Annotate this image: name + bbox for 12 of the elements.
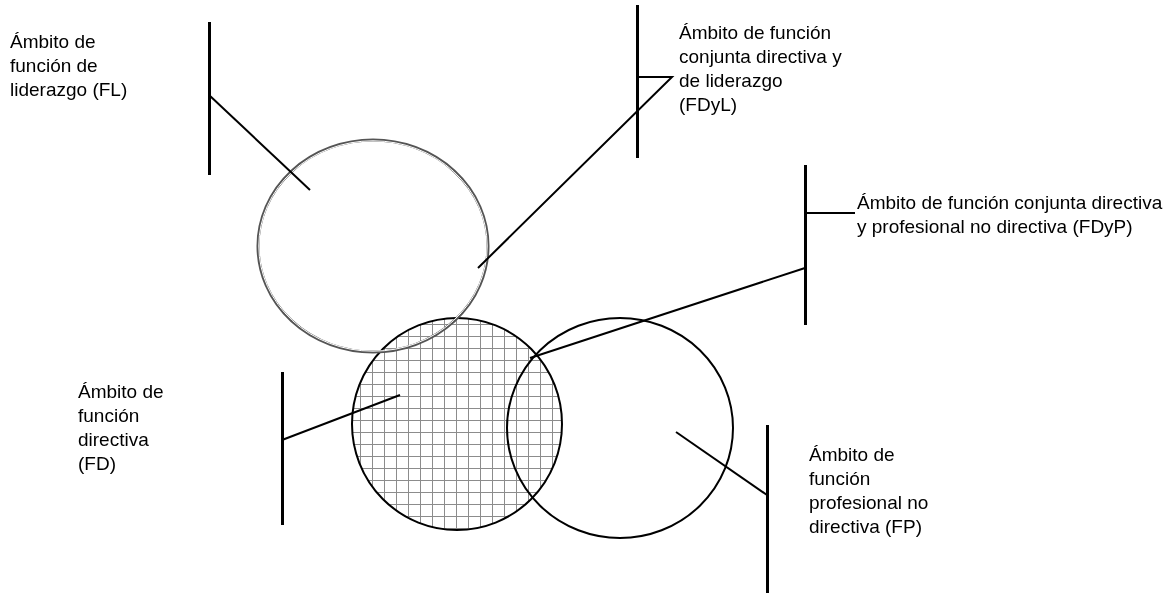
- region-label: Ámbito de función conjunta directiva y de liderazgo (FDyL): [679, 21, 843, 117]
- region-label: Ámbito de función profesional no directiva (FP): [809, 443, 930, 539]
- leader-line: [477, 76, 675, 269]
- venn-circle: [506, 317, 734, 539]
- leader-line: [208, 94, 311, 191]
- leader-line: [675, 431, 768, 496]
- leader-line: [281, 394, 401, 441]
- venn-circle: [256, 138, 490, 354]
- region-label: Ámbito de función directiva (FD): [78, 380, 165, 476]
- hatched-circle: [351, 317, 563, 531]
- region-label: Ámbito de función de liderazgo (FL): [10, 30, 129, 102]
- region-label: Ámbito de función conjunta directiva y profesional no directiva (FDyP): [857, 191, 1164, 239]
